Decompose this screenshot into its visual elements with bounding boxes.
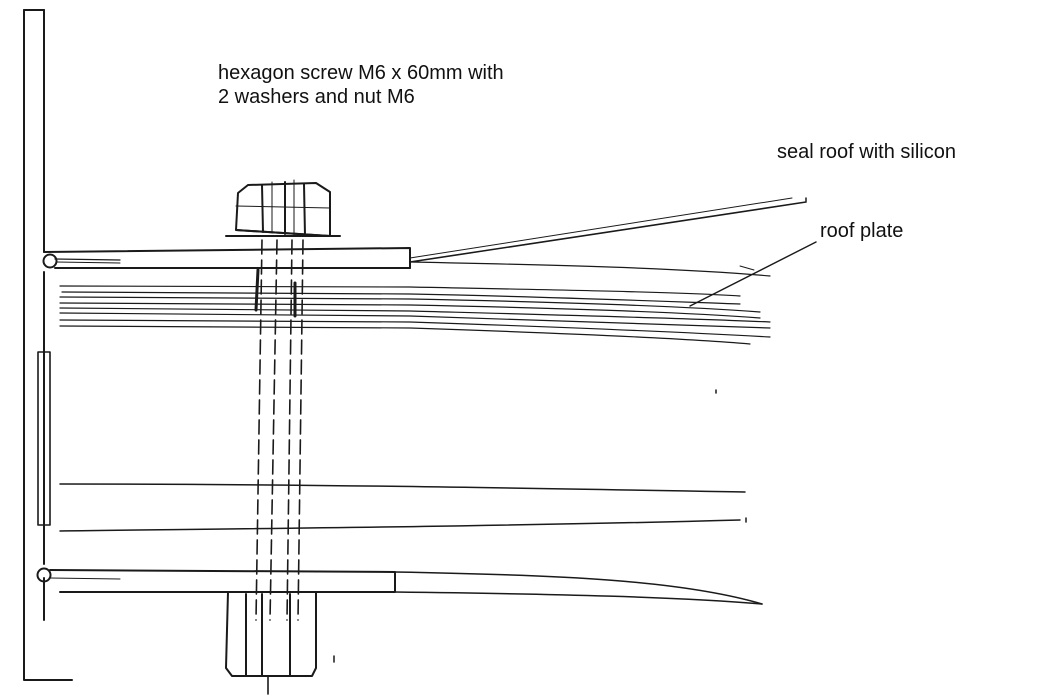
screw-label-line-1: hexagon screw M6 x 60mm with	[218, 62, 504, 84]
hex-nut-top	[235, 179, 331, 237]
roof-plate-layers	[59, 261, 771, 345]
bottom-angle-bracket	[36, 567, 396, 593]
screw-shaft	[254, 239, 304, 621]
top-angle-bracket	[42, 247, 411, 269]
roof-plate-leader-line	[689, 241, 817, 307]
wall-post	[23, 9, 73, 681]
detail-marks	[333, 197, 807, 663]
seal-leader-line	[409, 197, 807, 263]
hex-nut-bottom	[225, 591, 317, 695]
roof-plate-label: roof plate	[820, 220, 904, 242]
panel-curves	[59, 483, 763, 605]
seal-label: seal roof with silicon	[777, 141, 956, 163]
screw-label-line-2: 2 washers and nut M6	[218, 86, 415, 108]
